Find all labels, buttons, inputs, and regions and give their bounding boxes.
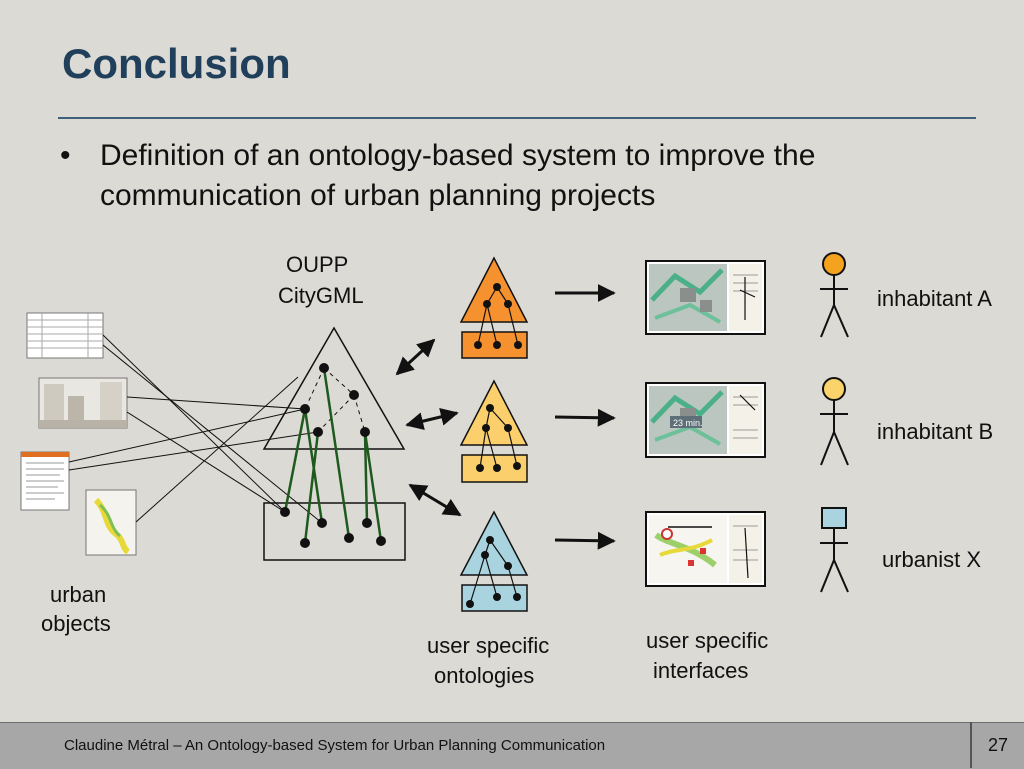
ontology-bidirectional-arrows [395, 338, 462, 517]
object-link-lines [68, 334, 323, 524]
citygml-label: CityGML [278, 283, 364, 308]
ontology-inhabitant-a [459, 256, 529, 359]
footer-text: Claudine Métral – An Ontology-based Syst… [64, 737, 606, 754]
bullet-text: Definition of an ontology-based system t… [100, 139, 816, 212]
oupp-nodes [280, 363, 386, 548]
interface-inhabitant-b: 23 min. [645, 382, 766, 458]
urban-object-map-thumb [85, 489, 137, 556]
oupp-label: OUPP [286, 252, 349, 277]
oupp-triangle [262, 326, 406, 450]
ontologies-label-line2: ontologies [434, 663, 535, 688]
person-icon [820, 507, 849, 593]
mapping-lines [283, 367, 383, 544]
interface-urbanist-x [645, 511, 766, 587]
ontology-urbanist-x [459, 510, 529, 612]
interfaces-label-line1: user specific [646, 628, 769, 653]
footer-bar [0, 722, 1024, 769]
map-badge: 23 min. [673, 418, 703, 428]
urban-objects-label-line1: urban [50, 582, 107, 607]
footer-divider [970, 722, 972, 768]
ontologies-label-line1: user specific [427, 633, 550, 658]
interface-inhabitant-a [645, 260, 766, 335]
urban-object-building-thumb [38, 377, 128, 429]
title-divider [58, 117, 976, 119]
person-icon [820, 252, 849, 338]
bullet-marker: • [60, 139, 71, 172]
slide-title: Conclusion [62, 40, 291, 87]
interface-arrows [554, 284, 616, 550]
urban-object-document-thumb [20, 451, 70, 511]
ontology-diagram: 23 min. [20, 252, 849, 612]
urban-objects-label-line2: objects [41, 611, 111, 636]
urban-object-table-thumb [26, 312, 104, 359]
user-label-inhabitant-a: inhabitant A [877, 286, 992, 311]
user-label-inhabitant-b: inhabitant B [877, 419, 994, 444]
oupp-dashed-relations [304, 367, 366, 433]
ontology-inhabitant-b [459, 379, 529, 483]
person-icon [820, 377, 849, 466]
user-label-urbanist-x: urbanist X [882, 547, 982, 572]
page-number: 27 [987, 735, 1009, 755]
citygml-box [263, 502, 406, 561]
interfaces-label-line2: interfaces [653, 658, 749, 683]
